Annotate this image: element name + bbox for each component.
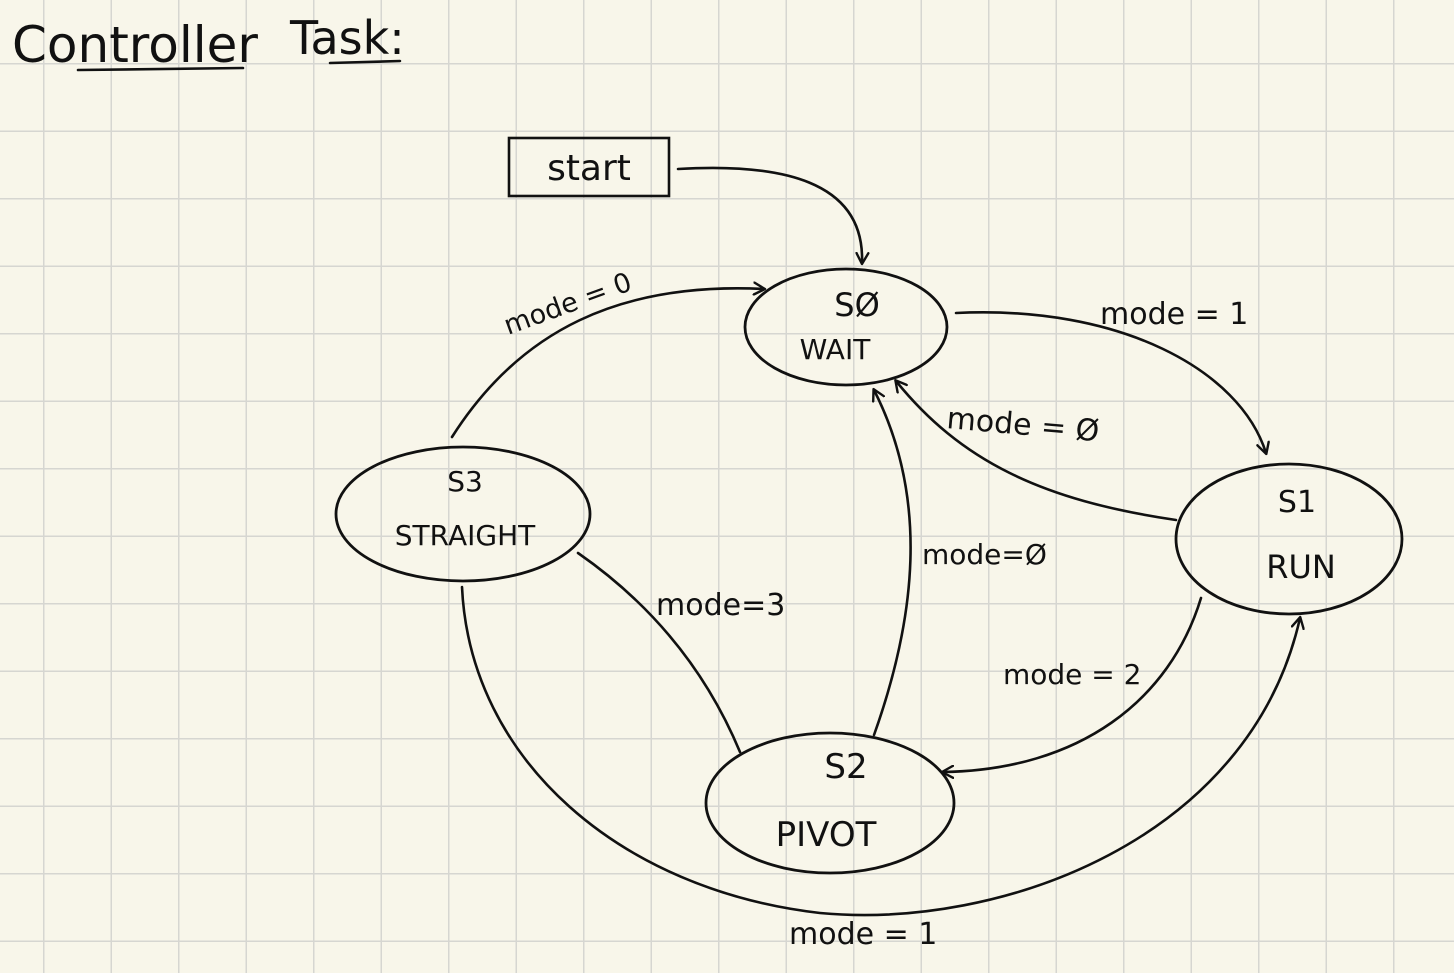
state-s1: S1 RUN xyxy=(1174,462,1404,616)
state-s0-code: SØ xyxy=(834,286,880,324)
state-s3-outline xyxy=(334,445,592,583)
state-s0-outline xyxy=(743,267,949,387)
state-s3-name: STRAIGHT xyxy=(395,519,536,552)
label-s3-to-s0: mode = 0 xyxy=(500,267,636,342)
edge-s1-to-s2 xyxy=(943,596,1203,772)
state-s3: S3 STRAIGHT xyxy=(334,445,592,583)
edge-s3-to-s1 xyxy=(460,585,1300,917)
label-s1-to-s2: mode = 2 xyxy=(1003,658,1141,691)
edge-s1-to-s0 xyxy=(896,381,1178,522)
label-s0-to-s1: mode = 1 xyxy=(1100,297,1248,332)
state-s2-code: S2 xyxy=(824,747,867,787)
state-s0-name: WAIT xyxy=(800,333,872,366)
start-box-border xyxy=(507,136,671,198)
edge-s2-s3 xyxy=(576,551,742,754)
state-s0: SØ WAIT xyxy=(743,267,949,387)
heading-underline-2 xyxy=(328,59,402,65)
heading-word-task: Task: xyxy=(289,11,405,65)
edge-s3-to-s0 xyxy=(450,288,764,439)
transitions xyxy=(450,166,1300,917)
start-label: start xyxy=(547,148,631,189)
state-s3-code: S3 xyxy=(447,465,483,498)
label-s1-to-s0: mode = Ø xyxy=(945,401,1100,449)
state-s2-name: PIVOT xyxy=(776,815,877,855)
state-s2-outline xyxy=(704,731,956,875)
label-s3-to-s1: mode = 1 xyxy=(789,917,937,952)
label-s2-to-s0: mode=Ø xyxy=(922,538,1047,571)
edge-s0-to-s1 xyxy=(954,311,1266,453)
heading-underline-1 xyxy=(76,66,245,72)
heading-word-controller: Controller xyxy=(12,16,258,74)
label-s2-s3: mode=3 xyxy=(656,588,785,623)
edge-start-to-s0 xyxy=(676,166,862,263)
page-heading: Controller Task: xyxy=(12,11,405,74)
state-s1-code: S1 xyxy=(1278,485,1316,520)
start-box: start xyxy=(507,136,671,198)
state-s1-outline xyxy=(1174,462,1404,616)
state-s1-name: RUN xyxy=(1266,548,1336,586)
state-s2: S2 PIVOT xyxy=(704,731,956,875)
edge-s2-to-s0 xyxy=(874,390,912,737)
